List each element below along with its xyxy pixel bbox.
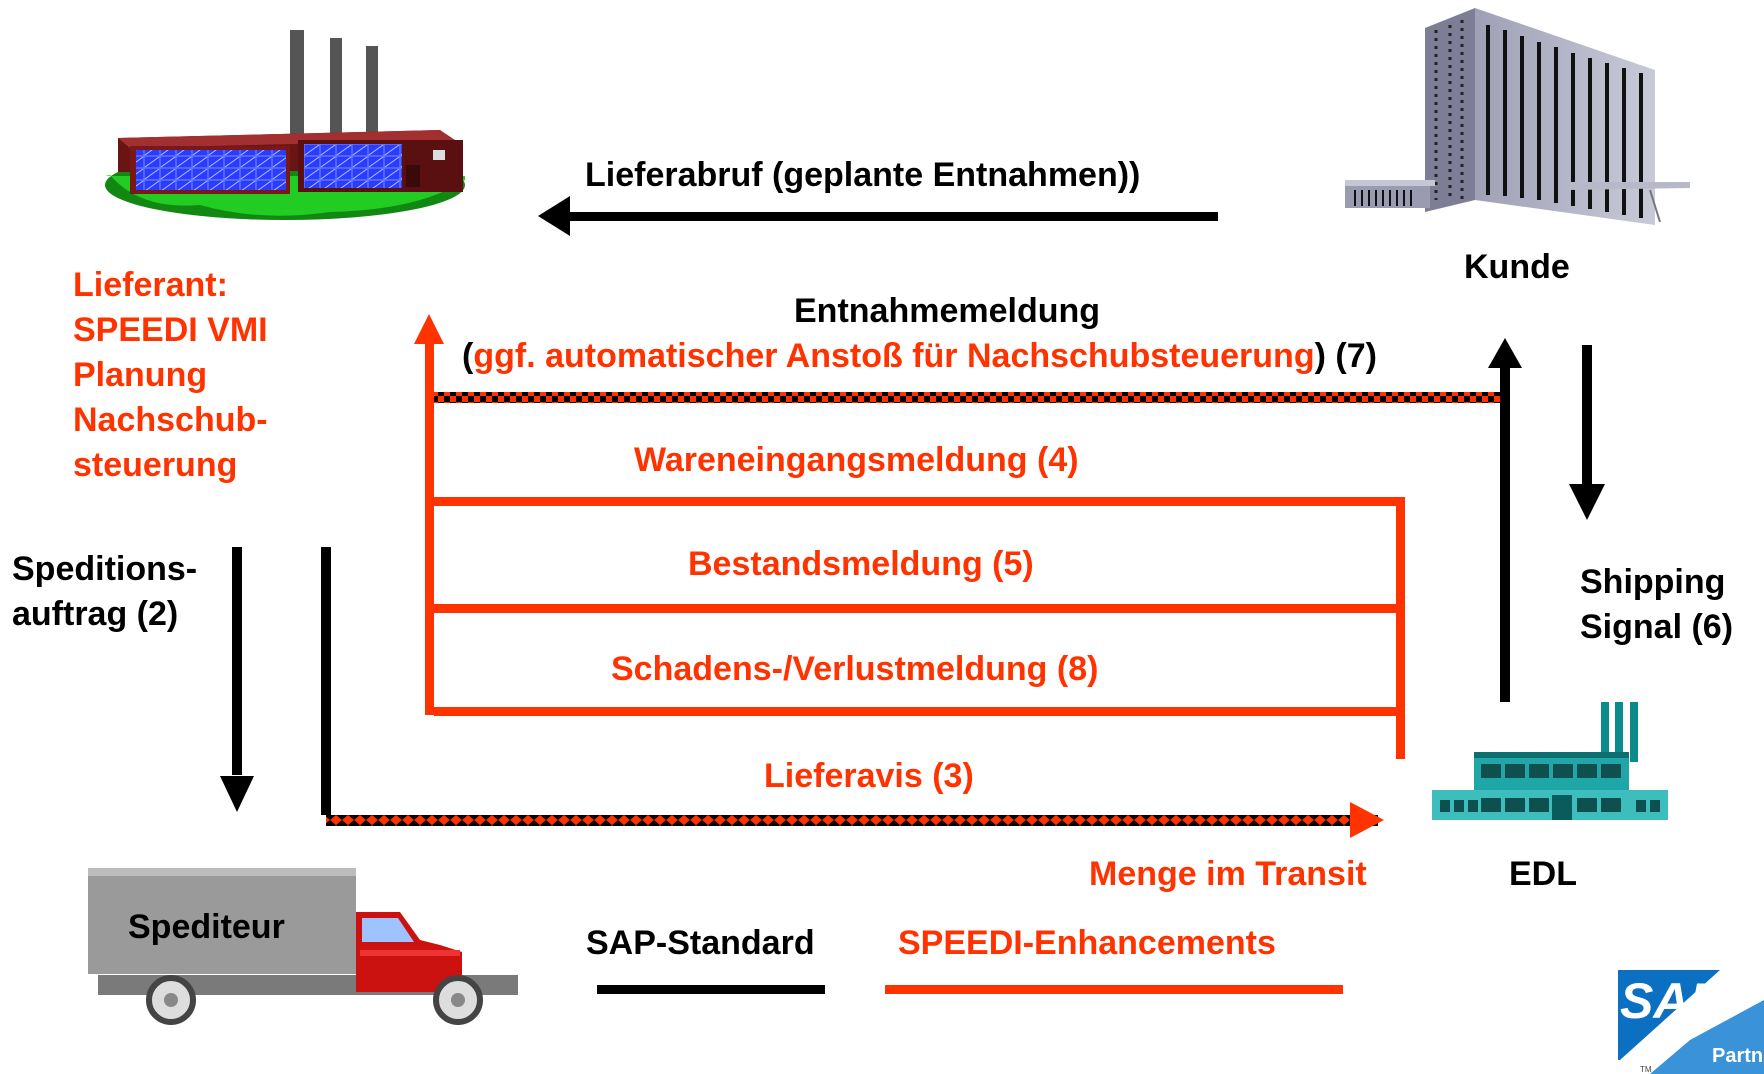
feedback-arrow-up <box>414 314 444 715</box>
shipping-line: Signal (6) <box>1580 608 1734 646</box>
lieferant-line: Lieferant: <box>73 266 228 304</box>
entnahme-line <box>434 392 1506 403</box>
lieferabruf-label: Lieferabruf (geplante Entnahmen)) <box>585 156 1141 194</box>
wareneingang-label: Wareneingangsmeldung (4) <box>634 441 1079 479</box>
legend-standard-line <box>597 985 825 994</box>
edl-to-kunde-arrow <box>1488 338 1522 702</box>
speditionsauftrag-line: Speditions- <box>12 550 198 588</box>
factory-icon <box>105 30 465 220</box>
speditionsauftrag-line: auftrag (2) <box>12 595 179 633</box>
partner-logo-text: Partn <box>1712 1045 1763 1067</box>
entnahme-open: ( <box>462 337 474 375</box>
lieferant-label: Lieferant: SPEEDI VMI Planung Nachschub-… <box>73 263 268 488</box>
legend-standard-label: SAP-Standard <box>586 924 815 962</box>
schaden-label: Schadens-/Verlustmeldung (8) <box>611 650 1099 688</box>
spediteur-label: Spediteur <box>128 908 285 946</box>
lieferant-line: Planung <box>73 356 208 394</box>
edl-message-lines <box>434 497 1405 759</box>
lieferabruf-arrow <box>538 196 1218 236</box>
truck-icon <box>88 868 518 1025</box>
bestand-label: Bestandsmeldung (5) <box>688 545 1034 583</box>
entnahme-red-text: ggf. automatischer Anstoß für Nachschubs… <box>473 337 1315 375</box>
entnahme-close: ) <box>1314 337 1326 375</box>
legend-enhancements-label: SPEEDI-Enhancements <box>898 924 1276 962</box>
menge-label: Menge im Transit <box>1089 855 1367 893</box>
entnahme-title: Entnahmemeldung <box>794 292 1101 330</box>
lieferant-line: SPEEDI VMI <box>73 311 268 349</box>
sap-logo-text: SAP <box>1620 973 1723 1029</box>
sap-partner-logo: SAP Partn TM <box>1618 970 1764 1074</box>
legend-enhancements-line <box>885 985 1343 994</box>
edl-label: EDL <box>1509 855 1577 893</box>
lieferavis-arrow <box>321 547 1384 838</box>
office-building-icon <box>1345 8 1690 225</box>
entnahme-number: (7) <box>1335 337 1377 375</box>
kunde-label: Kunde <box>1464 248 1570 286</box>
lieferant-line: steuerung <box>73 446 238 484</box>
lieferavis-label: Lieferavis (3) <box>764 757 974 795</box>
speditionsauftrag-arrow <box>220 547 254 812</box>
speditionsauftrag-label: Speditions- auftrag (2) <box>12 547 197 637</box>
distribution-center-icon <box>1432 702 1668 820</box>
shipping-signal-label: Shipping Signal (6) <box>1580 560 1733 650</box>
entnahme-detail: (ggf. automatischer Anstoß für Nachschub… <box>462 339 1377 373</box>
shipping-line: Shipping <box>1580 563 1726 601</box>
lieferant-line: Nachschub- <box>73 401 268 439</box>
shipping-signal-arrow <box>1569 345 1605 520</box>
trademark-text: TM <box>1640 1065 1652 1074</box>
